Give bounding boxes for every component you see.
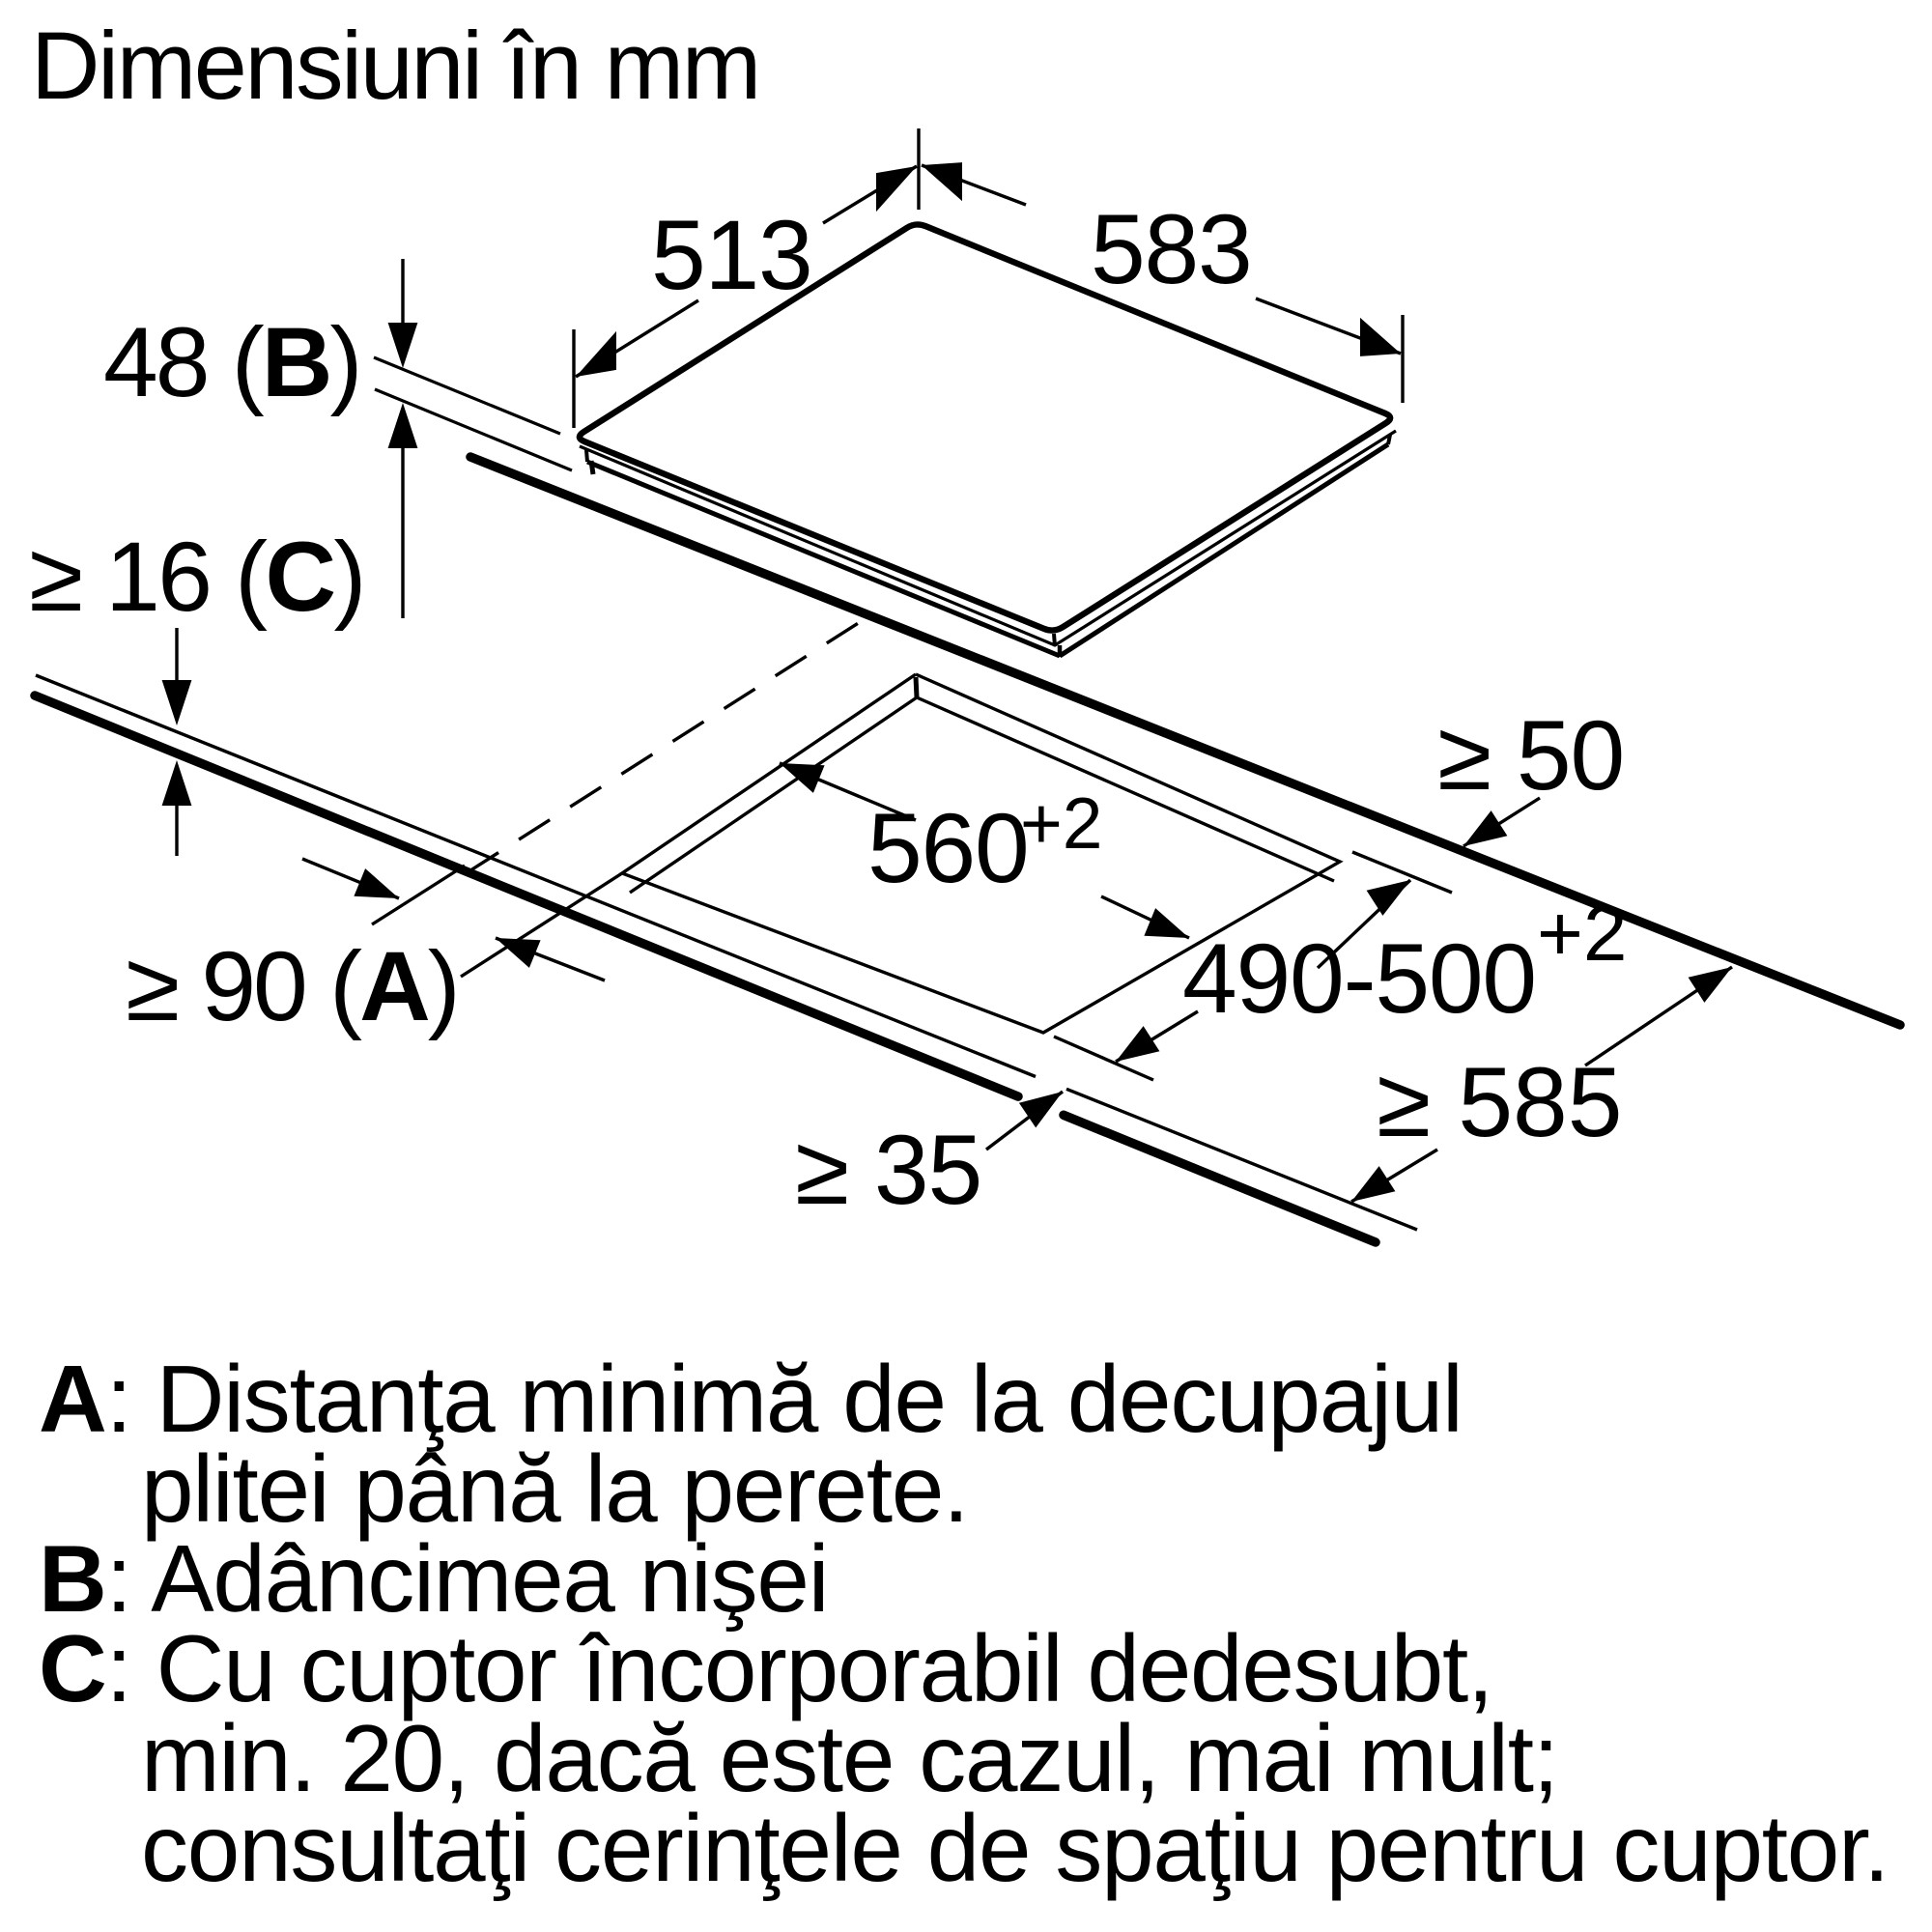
svg-text:560: 560 — [867, 793, 1029, 903]
svg-text:≥ 35: ≥ 35 — [795, 1115, 981, 1225]
svg-text:≥ 50: ≥ 50 — [1437, 700, 1624, 810]
svg-text:48 (B): 48 (B) — [103, 307, 359, 417]
svg-text:513: 513 — [651, 200, 812, 310]
svg-text:583: 583 — [1091, 194, 1252, 304]
svg-text:Dimensiuni în mm: Dimensiuni în mm — [31, 12, 759, 119]
svg-text:+2: +2 — [1537, 890, 1628, 978]
svg-text:A: Distanţa minimă de la decup: A: Distanţa minimă de la decupajul — [39, 1346, 1463, 1452]
svg-text:C: Cu cuptor încorporabil dede: C: Cu cuptor încorporabil dedesubt, — [39, 1615, 1492, 1721]
svg-text:min. 20, dacă este cazul, mai: min. 20, dacă este cazul, mai mult; — [141, 1705, 1558, 1811]
svg-text:≥ 16 (C): ≥ 16 (C) — [29, 522, 364, 632]
svg-text:B: Adâncimea nişei: B: Adâncimea nişei — [39, 1525, 828, 1632]
svg-text:plitei până la perete.: plitei până la perete. — [141, 1435, 968, 1542]
svg-text:+2: +2 — [1020, 782, 1103, 864]
svg-text:≥ 90 (A): ≥ 90 (A) — [126, 931, 458, 1041]
svg-text:≥ 585: ≥ 585 — [1377, 1047, 1623, 1157]
svg-text:490-500: 490-500 — [1182, 923, 1536, 1034]
svg-text:consultaţi cerinţele de spaţiu: consultaţi cerinţele de spaţiu pentru cu… — [141, 1795, 1889, 1901]
